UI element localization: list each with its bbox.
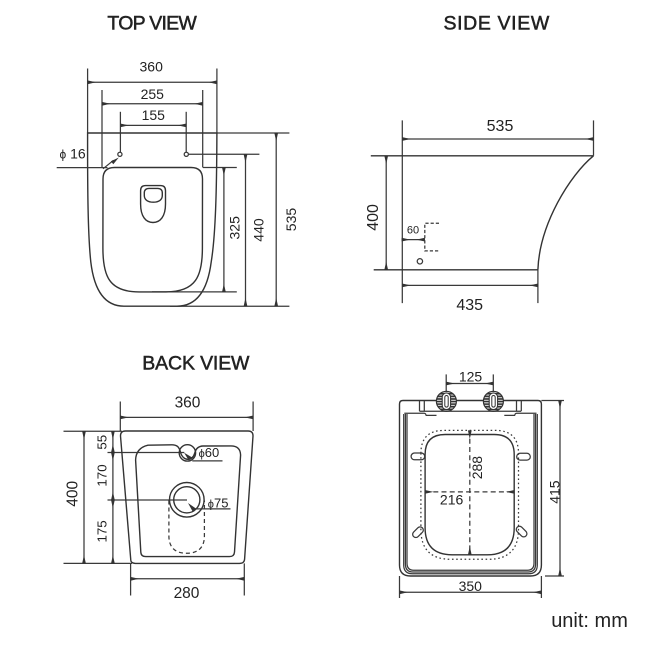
svg-text:175: 175 — [94, 520, 109, 542]
svg-text:ϕ 16: ϕ 16 — [60, 146, 86, 162]
svg-text:535: 535 — [487, 118, 514, 135]
svg-text:unit: mm: unit: mm — [551, 610, 628, 632]
svg-text:255: 255 — [141, 86, 165, 102]
svg-text:400: 400 — [64, 480, 81, 506]
svg-text:415: 415 — [546, 480, 562, 504]
svg-text:325: 325 — [227, 216, 243, 240]
svg-text:ϕ75: ϕ75 — [208, 496, 229, 511]
svg-text:125: 125 — [459, 368, 483, 384]
svg-text:435: 435 — [456, 297, 483, 314]
svg-text:360: 360 — [140, 59, 164, 75]
svg-text:400: 400 — [365, 204, 382, 231]
svg-text:155: 155 — [142, 107, 166, 123]
svg-text:TOP VIEW: TOP VIEW — [107, 13, 197, 35]
svg-text:60: 60 — [407, 225, 419, 237]
svg-text:288: 288 — [469, 456, 485, 480]
svg-text:360: 360 — [175, 395, 201, 412]
svg-text:BACK VIEW: BACK VIEW — [142, 353, 250, 375]
svg-text:440: 440 — [251, 218, 267, 242]
svg-text:55: 55 — [94, 435, 109, 450]
svg-text:170: 170 — [94, 464, 109, 486]
svg-text:216: 216 — [440, 491, 464, 507]
svg-text:ϕ60: ϕ60 — [199, 445, 220, 460]
svg-text:350: 350 — [459, 578, 483, 594]
svg-text:280: 280 — [174, 585, 200, 602]
svg-text:535: 535 — [283, 208, 299, 232]
svg-text:SIDE VIEW: SIDE VIEW — [444, 13, 550, 35]
